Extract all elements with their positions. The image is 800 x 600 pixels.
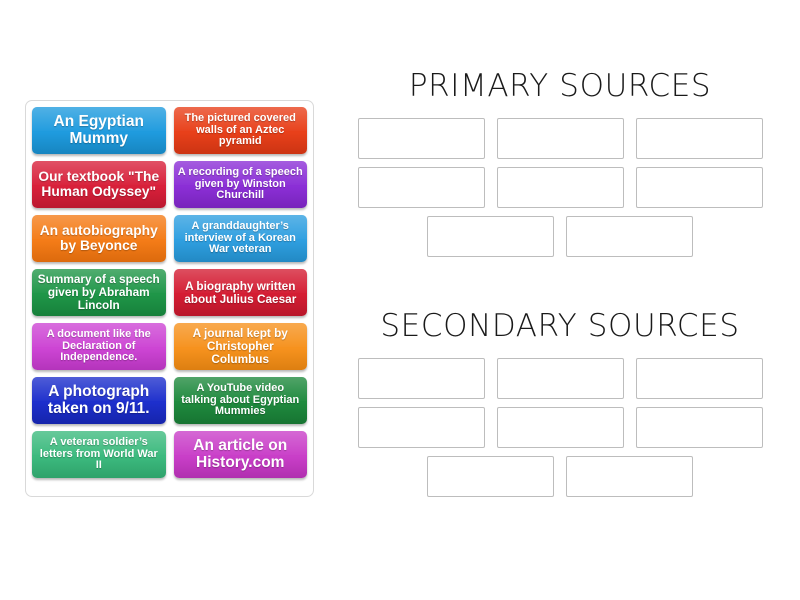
drop-slot-primary-7[interactable]	[427, 216, 554, 257]
slot-row	[340, 216, 780, 257]
category-primary-sources: PRIMARY SOURCES	[340, 68, 780, 265]
category-secondary-sources: SECONDARY SOURCES	[340, 308, 780, 505]
tile-label: A document like the Declaration of Indep…	[46, 327, 151, 364]
tile-label: A granddaughter’s interview of a Korean …	[184, 219, 296, 256]
slot-row	[340, 407, 780, 448]
tile-9[interactable]: A journal kept by Christopher Columbus	[173, 323, 307, 370]
tile-13[interactable]: An article on History.com	[173, 431, 307, 478]
drop-slot-primary-5[interactable]	[496, 167, 624, 208]
drop-slot-primary-1[interactable]	[357, 118, 485, 159]
slot-row	[340, 456, 780, 497]
drop-slot-primary-4[interactable]	[357, 167, 485, 208]
tile-4[interactable]: An autobiography by Beyonce	[32, 215, 166, 262]
tile-label: A biography written about Julius Caesar	[184, 278, 297, 306]
drop-slot-secondary-2[interactable]	[496, 358, 624, 399]
tile-10[interactable]: A photograph taken on 9/11.	[32, 377, 166, 424]
tile-5[interactable]: A granddaughter’s interview of a Korean …	[173, 215, 307, 262]
drop-slot-primary-3[interactable]	[635, 118, 763, 159]
tile-1[interactable]: The pictured covered walls of an Aztec p…	[173, 107, 307, 154]
tile-2[interactable]: Our textbook "The Human Odyssey"	[32, 161, 166, 208]
tile-7[interactable]: A biography written about Julius Caesar	[173, 269, 307, 316]
drop-slot-primary-2[interactable]	[496, 118, 624, 159]
tile-label: An article on History.com	[193, 436, 288, 471]
drop-slot-secondary-7[interactable]	[427, 456, 554, 497]
drop-slot-secondary-3[interactable]	[635, 358, 763, 399]
tile-label: An Egyptian Mummy	[53, 112, 144, 147]
tile-grid: An Egyptian Mummy The pictured covered w…	[32, 107, 307, 478]
tile-label: A recording of a speech given by Winston…	[177, 165, 303, 202]
tile-3[interactable]: A recording of a speech given by Winston…	[173, 161, 307, 208]
slot-row	[340, 358, 780, 399]
drop-slot-secondary-4[interactable]	[357, 407, 485, 448]
tile-label: Summary of a speech given by Abraham Lin…	[37, 272, 160, 312]
category-title: PRIMARY SOURCES	[408, 68, 712, 104]
drop-slot-secondary-5[interactable]	[496, 407, 624, 448]
drop-slot-secondary-6[interactable]	[635, 407, 763, 448]
tile-8[interactable]: A document like the Declaration of Indep…	[32, 323, 166, 370]
tile-panel: An Egyptian Mummy The pictured covered w…	[25, 100, 314, 497]
tile-label: A journal kept by Christopher Columbus	[192, 326, 288, 366]
tile-label: A YouTube video talking about Egyptian M…	[181, 381, 300, 418]
tile-0[interactable]: An Egyptian Mummy	[32, 107, 166, 154]
drop-slot-secondary-8[interactable]	[566, 456, 693, 497]
tile-label: A photograph taken on 9/11.	[47, 382, 150, 417]
drop-slot-primary-8[interactable]	[566, 216, 693, 257]
tile-12[interactable]: A veteran soldier’s letters from World W…	[32, 431, 166, 478]
tile-label: An autobiography by Beyonce	[39, 222, 158, 253]
category-title: SECONDARY SOURCES	[380, 308, 740, 344]
tile-label: A veteran soldier’s letters from World W…	[39, 435, 158, 472]
tile-label: The pictured covered walls of an Aztec p…	[184, 111, 296, 148]
tile-11[interactable]: A YouTube video talking about Egyptian M…	[173, 377, 307, 424]
slot-row	[340, 118, 780, 159]
drop-slot-secondary-1[interactable]	[357, 358, 485, 399]
drop-slot-primary-6[interactable]	[635, 167, 763, 208]
tile-6[interactable]: Summary of a speech given by Abraham Lin…	[32, 269, 166, 316]
tile-label: Our textbook "The Human Odyssey"	[38, 168, 160, 199]
slot-row	[340, 167, 780, 208]
